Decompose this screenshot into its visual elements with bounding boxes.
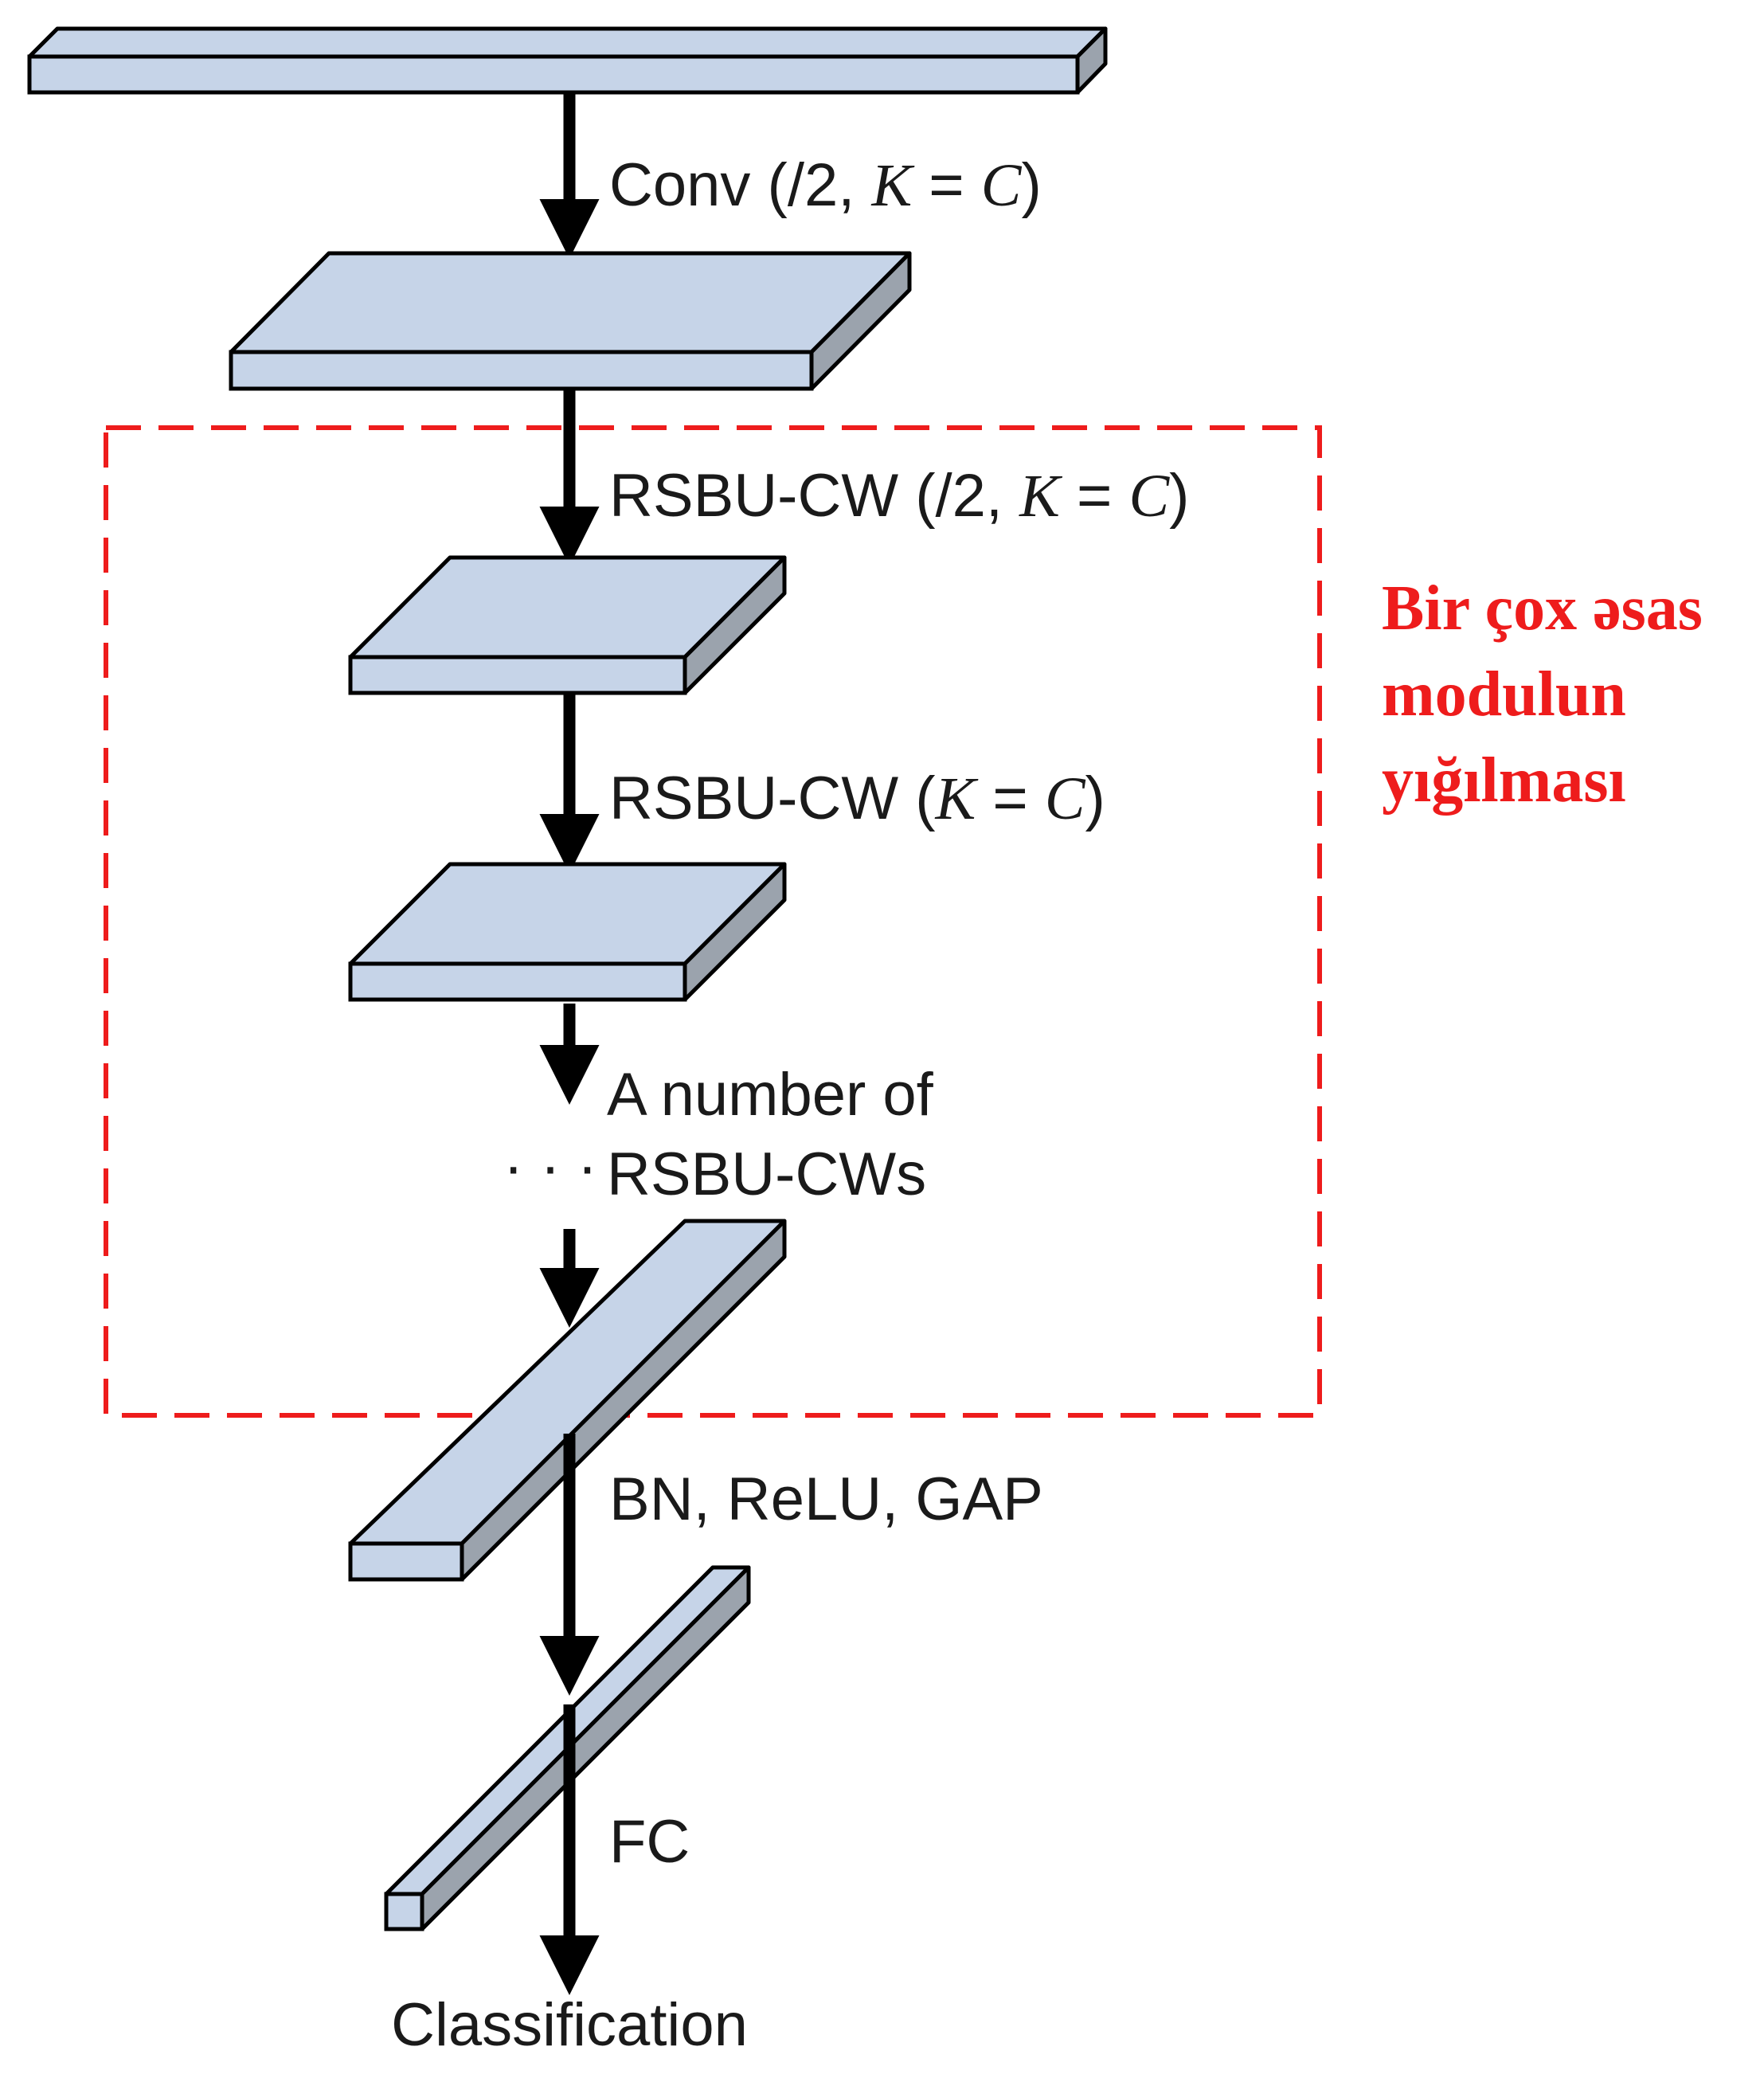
label-number-of-line1: A number of [607, 1061, 934, 1129]
label-number-of-line2: RSBU-CWs [607, 1141, 926, 1208]
annotation-line-2: modulun [1382, 659, 1626, 730]
label-fc: FC [609, 1808, 690, 1876]
input-feature-block [27, 26, 1108, 95]
annotation-line-3: yığılması [1382, 745, 1626, 816]
label-bn-relu-gap: BN, ReLU, GAP [609, 1465, 1043, 1533]
rsbu-cw-block-1 [348, 555, 787, 695]
label-conv: Conv (/2, K = C) [609, 151, 1042, 219]
conv-output-block [229, 251, 912, 391]
stacked-output-block [348, 1219, 787, 1582]
label-classification: Classification [391, 1991, 748, 2059]
stacked-modules-region [104, 425, 1322, 1418]
ellipsis: · · · [503, 1133, 597, 1200]
annotation-line-1: Bir çox əsas [1382, 573, 1703, 644]
rsbu-cw-block-2 [348, 862, 787, 1002]
label-rsbu-cw-downsample: RSBU-CW (/2, K = C) [609, 462, 1189, 530]
stacking-annotation: Bir çox əsas modulun yığılması [1382, 573, 1703, 816]
label-rsbu-cw: RSBU-CW (K = C) [609, 765, 1105, 832]
